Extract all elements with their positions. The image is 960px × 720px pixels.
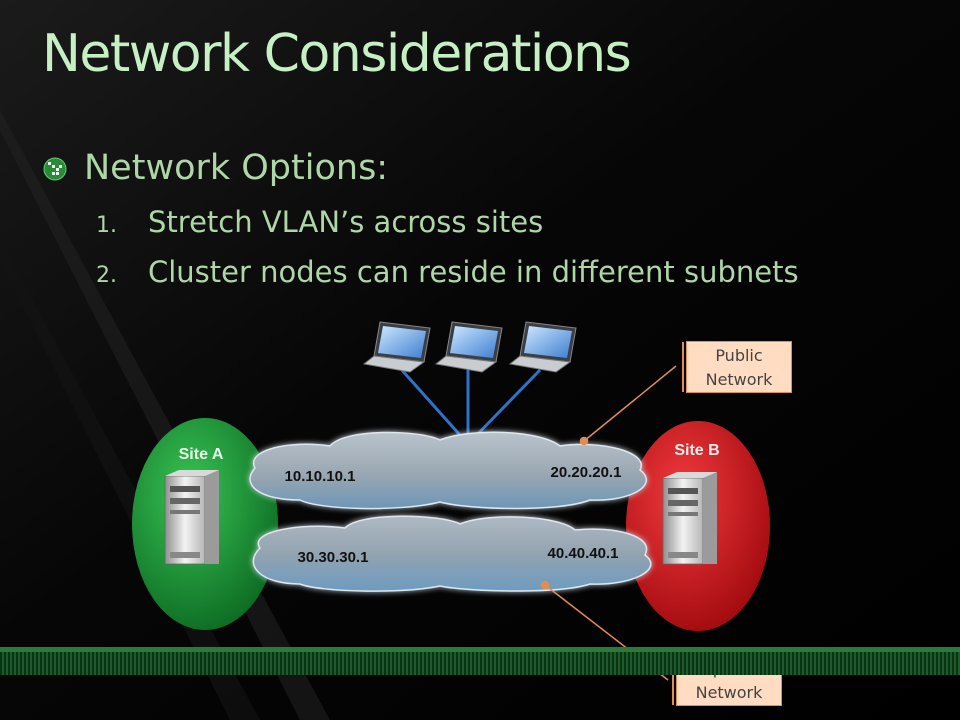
page-title: Network Considerations xyxy=(42,24,632,84)
site-a-label: Site A xyxy=(179,446,224,463)
sub-item-text: Stretch VLAN’s across sites xyxy=(148,205,544,239)
laptop-icon xyxy=(362,321,431,373)
callout-public-network: Public Network xyxy=(682,341,792,393)
ip-label-site-a-public: 10.10.10.1 xyxy=(285,468,356,485)
bullet-icon xyxy=(43,157,67,181)
sub-item-text: Cluster nodes can reside in different su… xyxy=(148,255,799,289)
floor-band xyxy=(0,647,960,675)
sub-item-number: 2. xyxy=(96,263,117,288)
ip-label-site-a-separate: 30.30.30.1 xyxy=(298,549,369,566)
sub-item-2: 2. Cluster nodes can reside in different … xyxy=(96,255,799,289)
site-b-label: Site B xyxy=(674,442,719,459)
ip-label-site-b-separate: 40.40.40.1 xyxy=(548,545,619,562)
sub-item-number: 1. xyxy=(96,213,117,238)
bullet-network-options: Network Options: xyxy=(84,148,389,188)
network-links xyxy=(398,366,542,446)
sub-item-1: 1. Stretch VLAN’s across sites xyxy=(96,205,543,239)
server-icon xyxy=(164,470,219,565)
laptop-icon xyxy=(508,321,577,373)
laptop-icon xyxy=(434,321,503,373)
server-icon xyxy=(662,472,717,565)
cloud-icon xyxy=(249,431,648,510)
ip-label-site-b-public: 20.20.20.1 xyxy=(551,464,622,481)
cloud-icon xyxy=(252,515,652,592)
